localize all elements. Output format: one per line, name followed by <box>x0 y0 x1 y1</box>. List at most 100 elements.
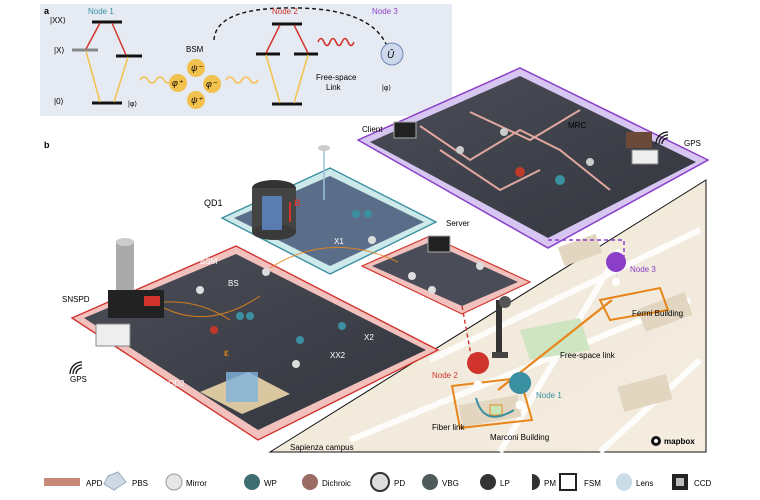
x1-label: X1 <box>334 237 344 246</box>
psi-ket-2: |φ⟩ <box>382 84 391 92</box>
vbg-icon <box>422 474 438 490</box>
gps-lab-icon <box>69 361 83 375</box>
lens-icon <box>616 473 632 491</box>
fsm-icon <box>559 473 577 491</box>
node1-label: Node 1 <box>88 7 114 16</box>
lab-optics <box>196 268 346 368</box>
fiber-link-path <box>475 397 515 418</box>
epsilon-label: ε <box>224 348 229 359</box>
lp-icon <box>480 474 496 490</box>
wp-icon <box>244 474 260 490</box>
photon-wave-2 <box>225 76 259 84</box>
legend-label: LP <box>500 479 510 488</box>
fermi-building-label: Fermi Building <box>632 309 683 318</box>
entanglement-arc <box>213 7 387 45</box>
lab-table <box>84 254 426 430</box>
legend-label: PD <box>394 479 405 488</box>
server-table <box>372 242 518 306</box>
map-blocks <box>458 233 693 428</box>
bell-phi-plus <box>169 74 187 92</box>
marconi-building-label: Marconi Building <box>490 433 549 442</box>
unitary-label: Û <box>387 48 395 61</box>
x2-label: X2 <box>364 333 374 342</box>
node1-pin <box>509 372 532 414</box>
fermi-outline <box>598 286 670 322</box>
client-apd <box>626 132 652 148</box>
psi-ket: |φ⟩ <box>128 100 137 108</box>
node3-pin <box>606 252 627 290</box>
sapienza-campus-label: Sapienza campus <box>290 443 354 452</box>
client-table <box>370 76 696 238</box>
bell-psi-plus <box>187 91 205 109</box>
svg-text:φ⁻: φ⁻ <box>206 79 218 89</box>
map-node1-label: Node 1 <box>536 391 562 400</box>
qd2-label: QD2 <box>168 379 185 388</box>
gps-client-label: GPS <box>684 139 701 148</box>
dichroic-icon <box>302 474 318 490</box>
server-label: Server <box>446 219 470 228</box>
gps-client-icon <box>655 131 669 145</box>
level-xx: |XX⟩ <box>50 16 66 25</box>
fiber-link-label: Fiber link <box>432 423 465 432</box>
lab-fibers <box>163 246 399 321</box>
free-space-link-label: Free-space link <box>560 351 616 360</box>
panel-b: b Node 3 Fermi Building Free-space <box>44 67 710 455</box>
legend-label: FSM <box>584 479 601 488</box>
free-space-link-label-a: Free-space Link <box>316 73 359 92</box>
snspd-unit <box>108 238 164 318</box>
map-node2-label: Node 2 <box>432 371 458 380</box>
pbs-icon <box>103 471 127 491</box>
bsm-label: BSM <box>186 45 204 54</box>
green-area <box>520 318 590 360</box>
legend-label: Mirror <box>186 479 207 488</box>
snspd-label: SNSPD <box>62 295 90 304</box>
panel-b-label: b <box>44 140 50 150</box>
photon-wave-1 <box>139 76 173 84</box>
mrc-label: MRC <box>568 121 586 130</box>
legend-label: APD <box>86 479 103 488</box>
bs-label: BS <box>228 279 239 288</box>
legend-label: VBG <box>442 479 459 488</box>
unitary-circle <box>380 42 404 66</box>
node1-transition-xx <box>85 22 101 50</box>
legend-label: CCD <box>694 479 712 488</box>
pm-icon <box>532 474 540 490</box>
svg-text:φ⁺: φ⁺ <box>172 78 184 88</box>
qd2-sample <box>200 372 290 414</box>
bell-phi-minus <box>203 75 221 93</box>
pd-icon <box>370 472 390 492</box>
statue-icon <box>492 296 511 358</box>
client-electronics-box <box>631 149 659 165</box>
legend: APD PBS Mirror WP Dichroic PD VBG LP PM … <box>44 471 712 492</box>
client-node3-dashed-link <box>548 239 625 268</box>
marconi-outline <box>450 376 534 430</box>
legend-label: Lens <box>636 479 653 488</box>
legend-label: PM <box>544 479 556 488</box>
server-ccd-camera <box>427 235 451 253</box>
bell-psi-minus <box>187 59 205 77</box>
b-field-label: B <box>294 198 301 208</box>
node2-label: Node 2 <box>272 7 298 16</box>
photon-wave-3 <box>317 37 355 47</box>
svg-text:ψ⁻: ψ⁻ <box>191 63 204 73</box>
panel-a-label: a <box>44 6 50 16</box>
map-node3-label: Node 3 <box>630 265 656 274</box>
legend-label: WP <box>264 479 277 488</box>
mapbox-logo <box>651 436 661 446</box>
client-beams <box>419 109 611 192</box>
svg-text:ψ⁺: ψ⁺ <box>191 95 204 105</box>
node3-label: Node 3 <box>372 7 398 16</box>
qd1-label: QD1 <box>204 198 223 208</box>
legend-label: PBS <box>132 479 148 488</box>
gps-lab-label: GPS <box>70 375 87 384</box>
lab-electronics-box <box>95 323 131 347</box>
level-x: |X⟩ <box>54 46 65 55</box>
client-ccd-camera <box>393 121 417 139</box>
apd-icon <box>44 478 80 486</box>
bsm-table-label: BSM <box>200 257 218 266</box>
xx2-label: XX2 <box>330 351 346 360</box>
client-label: Client <box>362 125 383 134</box>
mapbox-label: mapbox <box>664 437 695 446</box>
qd1-cryostat <box>252 180 296 240</box>
